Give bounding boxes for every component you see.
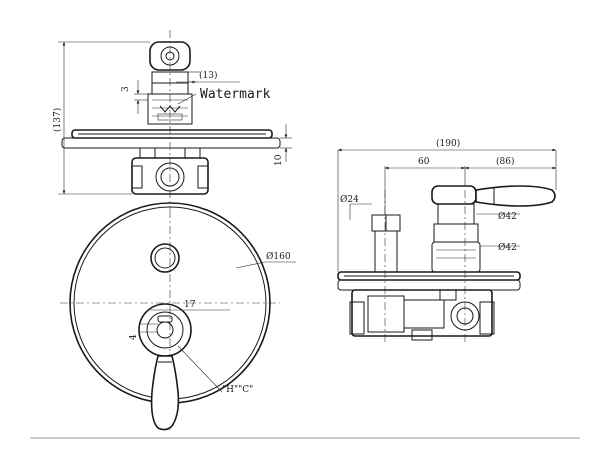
handle-knob bbox=[149, 41, 191, 71]
dim-42b-label: Ø42 bbox=[498, 242, 517, 253]
dim-3-label: 3 bbox=[121, 86, 131, 92]
hot-cold-label: "H""C" bbox=[222, 385, 253, 395]
dim-17-label: 17 bbox=[184, 300, 196, 310]
dim-137-label: (137) bbox=[52, 108, 63, 132]
dim-42a-label: Ø42 bbox=[498, 211, 517, 222]
lever-handle bbox=[150, 355, 180, 431]
watermark-label: Watermark bbox=[200, 87, 271, 102]
dim-190-label: (190) bbox=[436, 138, 460, 149]
dim-160-label: Ø160 bbox=[266, 251, 291, 262]
dim-60-label: 60 bbox=[418, 157, 430, 167]
dim-86-label: (86) bbox=[496, 156, 514, 167]
valve-body bbox=[351, 289, 493, 337]
dim-4-label: 4 bbox=[129, 334, 139, 340]
dim-10-label: 10 bbox=[274, 154, 284, 166]
dim-13-label: (13) bbox=[199, 70, 217, 81]
right-side-view: (190) 60 (86) Ø24 Ø42 Ø42 bbox=[337, 138, 557, 345]
front-view: Ø160 17 4 "H""C" bbox=[30, 202, 580, 439]
dim-24-label: Ø24 bbox=[340, 194, 359, 205]
top-side-view: (13) 3 Watermark (137) 10 bbox=[52, 30, 292, 210]
diverter-button bbox=[150, 243, 180, 273]
side-lever-handle bbox=[475, 185, 556, 207]
